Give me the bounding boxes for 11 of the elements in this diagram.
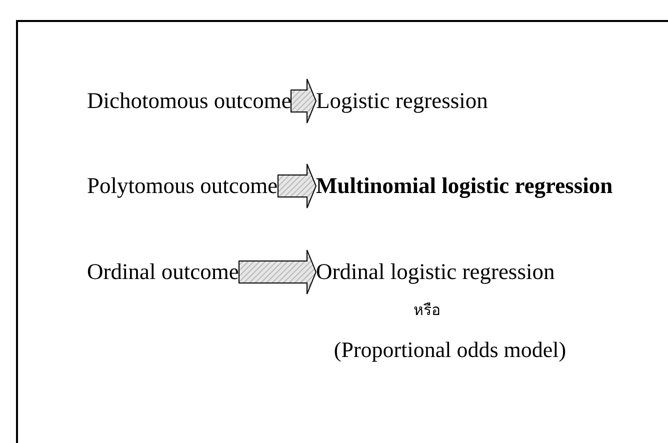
block-arrow: [290, 78, 317, 124]
text-label: Multinomial logistic regression: [316, 171, 613, 201]
block-arrow: [238, 250, 317, 294]
text-label: หรือ: [414, 300, 440, 321]
text-label: Ordinal outcome: [87, 257, 239, 287]
text-label: Dichotomous outcome: [87, 86, 292, 116]
text-label: Logistic regression: [316, 86, 488, 116]
block-arrow: [278, 164, 317, 208]
text-label: Polytomous outcome: [87, 171, 278, 201]
text-label: (Proportional odds model): [334, 337, 566, 363]
text-label: Ordinal logistic regression: [316, 257, 555, 287]
